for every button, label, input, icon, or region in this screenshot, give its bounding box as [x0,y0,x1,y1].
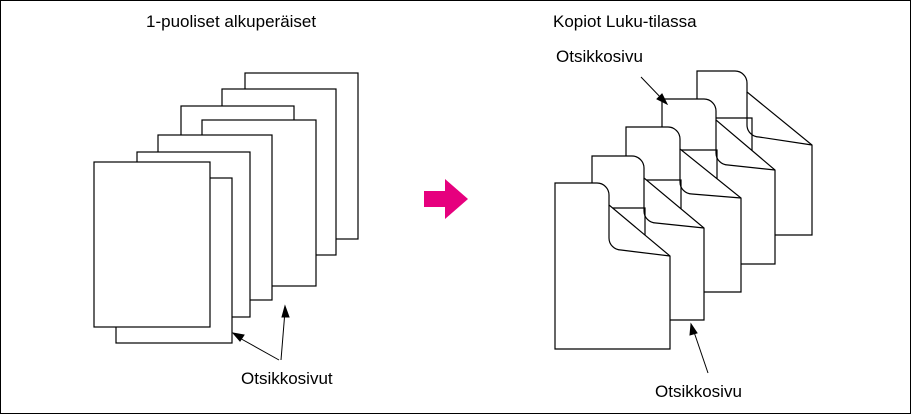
copies-callout-bottom-label: Otsikkosivu [655,382,742,401]
right-arrow-icon [424,179,468,219]
leader-arrowhead-1 [231,332,245,342]
leader-line-bottom [692,328,709,374]
copy-title-page-fold [608,205,671,257]
copy-set-1-fold [643,178,705,229]
copies-stack [554,70,813,350]
originals-stack [93,72,359,344]
original-title-page-front [93,161,211,328]
copy-title-page [554,182,671,350]
leader-line-2 [280,310,286,361]
leader-line-1 [235,335,280,361]
originals-callout-label: Otsikkosivut [241,369,333,388]
copy-set-4-fold [746,92,813,146]
leader-arrowhead-2 [281,304,290,318]
copy-set-2-fold [679,149,742,199]
leader-arrowhead-top [656,93,669,106]
copies-callout-leaders [640,76,709,374]
originals-title: 1-puoliset alkuperäiset [146,12,317,31]
leader-arrowhead-bottom [689,322,698,336]
copies-callout-top-label: Otsikkosivu [556,47,643,66]
copy-set-3-fold [715,120,776,171]
originals-callout-leaders [231,304,290,361]
copies-title: Kopiot Luku-tilassa [553,12,697,31]
